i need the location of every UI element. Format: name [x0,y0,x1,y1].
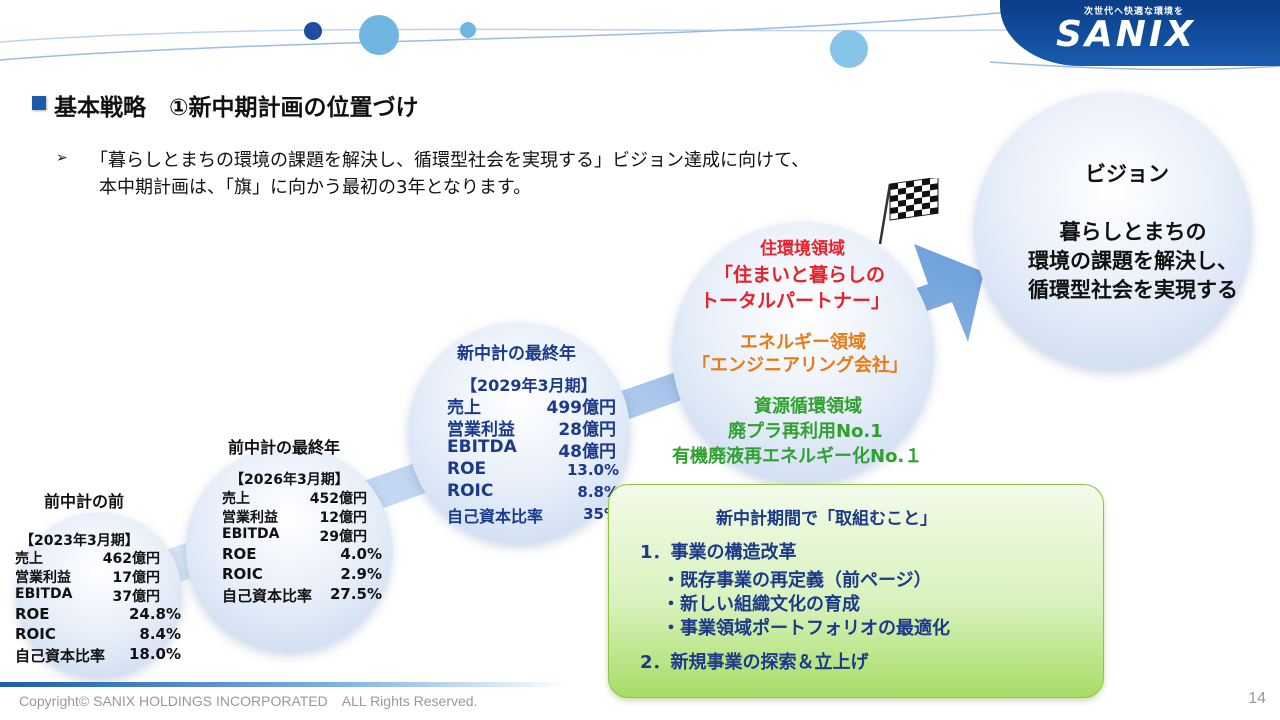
metric-value: 48億円 [558,442,616,462]
stage-2-metrics: 売上 452億円 営業利益 12億円 EBITDA 29億円 ROE 4.0% ROIC… [222,488,382,605]
metric-value: 27.5% [329,585,382,603]
housing-domain-line-1: 「住まいと暮らしの [714,264,886,286]
logo-banner [1000,0,1280,66]
header-decoration [0,11,1280,71]
vision-circle [974,92,1252,370]
metric-row: 売上 499億円 [447,393,619,418]
metric-row: 売上 452億円 [222,488,382,507]
metric-row: 自己資本比率 27.5% [222,585,382,605]
metric-value: 452億円 [309,491,367,507]
metric-label: 自己資本比率 [447,507,544,526]
logo-text: SANIX [1055,14,1197,55]
vision-line-1: 暮らしとまちの [1059,220,1207,244]
initiative-sub-1: ・既存事業の再定義（前ページ） [662,570,932,591]
arrow-bullet-icon: ➢ [56,150,68,166]
metric-value: 4.0% [340,545,382,563]
metric-value: 462億円 [102,551,160,567]
metric-label: 営業利益 [447,420,515,440]
stage-circle-2 [186,446,392,652]
initiative-sub-2: ・新しい組織文化の育成 [662,594,860,615]
metric-label: EBITDA [222,526,280,542]
initiatives-panel [608,484,1104,698]
vision-line-3: 循環型社会を実現する [1028,278,1238,302]
lead-line-2: 本中期計画は、「旗」に向かう最初の3年となります。 [99,177,532,198]
initiatives-title: 新中計期間で「取組むこと」 [716,509,937,529]
metric-label: 売上 [222,491,250,507]
stage-3-period: 【2029年3月期】 [461,376,597,395]
metric-row: EBITDA 37億円 [15,586,181,605]
metric-value: 17億円 [112,570,160,586]
metric-row: ROE 13.0% [447,459,619,481]
metric-row: 自己資本比率 18.0% [15,645,181,665]
stage-2-period: 【2026年3月期】 [230,472,349,488]
initiative-item-1: 1．事業の構造改革 [640,542,797,563]
metric-label: 営業利益 [15,570,71,586]
metric-value: 499億円 [546,398,617,418]
metric-row: EBITDA 29億円 [222,526,382,545]
page-title: 基本戦略 ①新中期計画の位置づけ [54,95,419,121]
metric-value: 2.9% [340,565,382,583]
metric-label: 自己資本比率 [222,587,313,605]
metric-value: 29億円 [319,529,367,545]
initiative-sub-3: ・事業領域ポートフォリオの最適化 [662,618,950,639]
logo-tagline: 次世代へ快適な環境を [1083,7,1184,17]
page-number: 14 [1248,690,1266,707]
stage-circle-3 [408,322,630,544]
stage-1-metrics: 売上 462億円 営業利益 17億円 EBITDA 37億円 ROE 24.8% ROI… [15,548,181,665]
copyright: Copyright© SANIX HOLDINGS INCORPORATED A… [19,693,478,709]
metric-label: ROE [447,459,487,479]
metric-label: ROIC [222,565,263,583]
stage-3-title: 新中計の最終年 [457,344,576,364]
metric-label: 売上 [15,551,43,567]
lead-line-1: 「暮らしとまちの環境の課題を解決し、循環型社会を実現する」ビジョン達成に向けて、 [90,150,810,171]
metric-value: 8.4% [139,625,181,643]
metric-row: ROIC 2.9% [222,565,382,585]
metric-row: 営業利益 12億円 [222,507,382,526]
metric-label: ROE [15,605,50,623]
stage-circle-1 [16,512,182,678]
metric-label: ROIC [15,625,56,643]
metric-row: 営業利益 28億円 [447,415,619,440]
metric-value: 18.0% [128,645,181,663]
metric-row: ROIC 8.4% [15,625,181,645]
metric-row: EBITDA 48億円 [447,437,619,462]
stage-1-title: 前中計の前 [44,492,125,511]
metric-label: ROE [222,545,257,563]
metric-label: 自己資本比率 [15,647,106,665]
metric-label: EBITDA [447,437,517,457]
footer-divider [0,682,570,687]
metric-label: ROIC [447,481,494,501]
stage-2-title: 前中計の最終年 [228,438,341,457]
metric-row: ROE 24.8% [15,605,181,625]
vision-line-2: 環境の課題を解決し、 [1028,249,1238,273]
metric-row: 売上 462億円 [15,548,181,567]
housing-domain-title: 住環境領域 [760,239,845,259]
metric-label: EBITDA [15,586,73,602]
energy-domain-line-1: 「エンジニアリング会社」 [692,355,908,376]
metric-value: 37億円 [112,589,160,605]
stage-1-period: 【2023年3月期】 [20,533,139,549]
checkered-flag-icon [878,178,939,245]
energy-domain-title: エネルギー領域 [740,332,866,353]
metric-row: 営業利益 17億円 [15,567,181,586]
housing-domain-line-2: トータルパートナー」 [700,290,891,312]
resource-domain-title: 資源循環領域 [754,396,862,417]
metric-value: 24.8% [128,605,181,623]
domain-circle [672,222,934,484]
metric-value: 12億円 [319,510,367,526]
vision-heading: ビジョン [1085,162,1169,186]
metric-value: 13.0% [566,461,619,479]
stage-3-metrics: 売上 499億円 営業利益 28億円 EBITDA 48億円 ROE 13.0% ROI… [447,393,619,526]
resource-domain-line-1: 廃プラ再利用No.1 [728,421,883,442]
metric-label: 営業利益 [222,510,278,526]
metric-row: ROE 4.0% [222,545,382,565]
metric-value: 28億円 [558,420,616,440]
resource-domain-line-2: 有機廃液再エネルギー化No.１ [672,446,923,467]
metric-label: 売上 [447,398,481,418]
initiative-item-2: 2．新規事業の探索＆立上げ [640,652,869,673]
title-square-icon [32,96,46,110]
